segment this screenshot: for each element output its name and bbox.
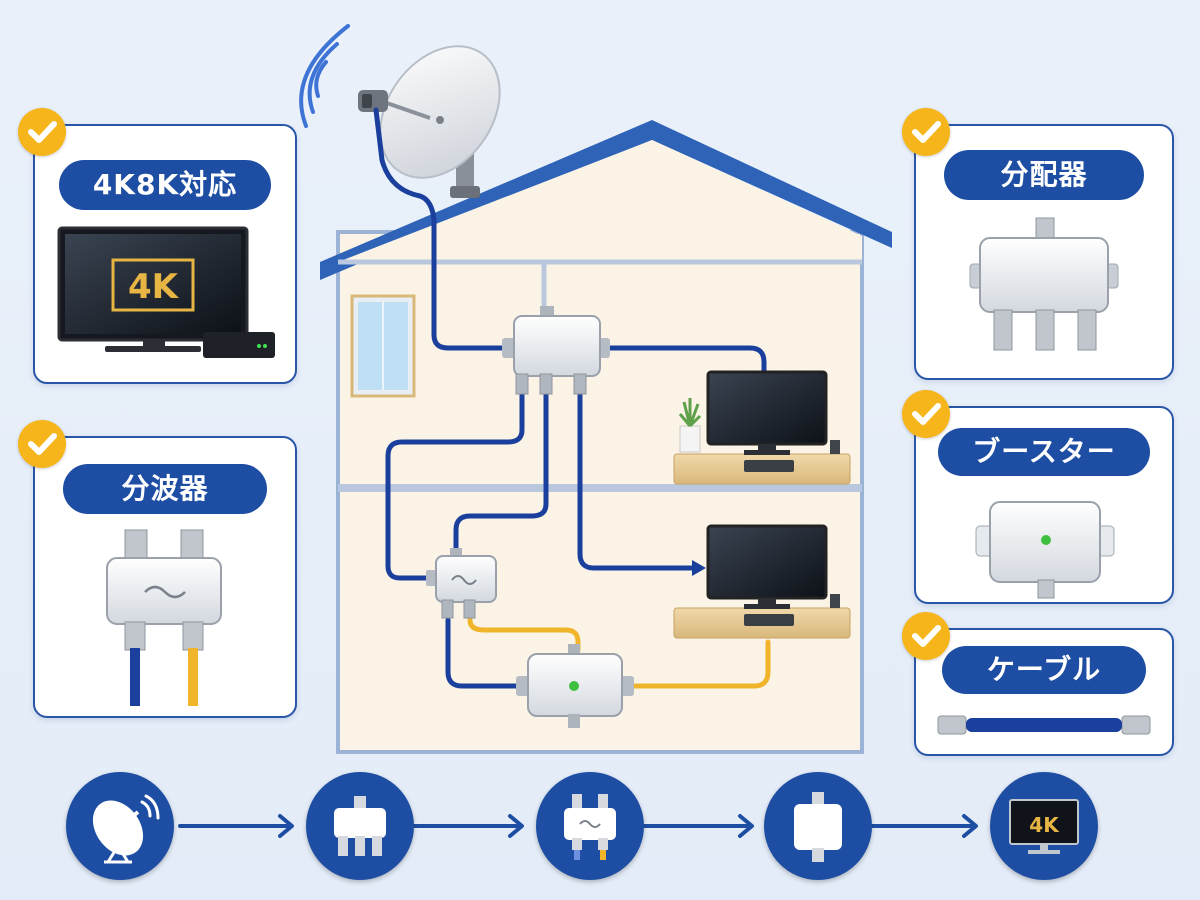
check-icon-cable bbox=[902, 612, 950, 660]
check-icon-splitter bbox=[902, 108, 950, 156]
splitter-icon bbox=[969, 217, 1119, 351]
booster-icon bbox=[975, 501, 1115, 599]
card-diplexer: 分波器 bbox=[33, 436, 297, 718]
coax-cables bbox=[373, 107, 771, 689]
booster-icon bbox=[794, 792, 842, 862]
card-cable: ケーブル bbox=[914, 628, 1174, 756]
house-splitter-icon bbox=[502, 306, 610, 395]
tv-4k-icon: 4K bbox=[1009, 799, 1079, 854]
card-4k8k: 4K8K対応 4K bbox=[33, 124, 297, 384]
house-booster-icon bbox=[516, 644, 634, 728]
window-icon bbox=[350, 294, 416, 398]
check-icon-4k8k bbox=[18, 108, 66, 156]
splitter-icon bbox=[334, 796, 386, 856]
flow-step-tv: 4K bbox=[990, 772, 1098, 880]
check-icon-diplexer bbox=[18, 420, 66, 468]
card-splitter: 分配器 bbox=[914, 124, 1174, 380]
tv-downstairs-icon bbox=[673, 524, 851, 639]
card-booster-label: ブースター bbox=[938, 428, 1150, 476]
flow-step-booster bbox=[764, 772, 872, 880]
flow-step-diplexer bbox=[536, 772, 644, 880]
signal-waves-icon bbox=[299, 24, 350, 128]
flow-step-splitter bbox=[306, 772, 414, 880]
satellite-dish-icon bbox=[358, 45, 501, 198]
tv-upstairs-icon bbox=[673, 370, 851, 485]
card-4k-screen-text: 4K bbox=[128, 267, 180, 307]
flow-tv-4k-text: 4K bbox=[1029, 813, 1060, 837]
house-diplexer-icon bbox=[426, 548, 497, 619]
diplexer-icon bbox=[106, 529, 222, 706]
coax-cable-icon bbox=[937, 715, 1151, 735]
flow-step-antenna bbox=[66, 772, 174, 880]
diplexer-icon bbox=[564, 794, 616, 860]
check-icon-booster bbox=[902, 390, 950, 438]
card-cable-label: ケーブル bbox=[942, 646, 1146, 694]
antenna-icon bbox=[92, 794, 160, 864]
tv-with-tuner-icon: 4K bbox=[57, 226, 275, 358]
card-splitter-label: 分配器 bbox=[944, 150, 1144, 200]
card-booster: ブースター bbox=[914, 406, 1174, 604]
card-diplexer-label: 分波器 bbox=[63, 464, 267, 514]
card-4k8k-label: 4K8K対応 bbox=[59, 160, 271, 210]
flow-arrows bbox=[178, 814, 978, 838]
